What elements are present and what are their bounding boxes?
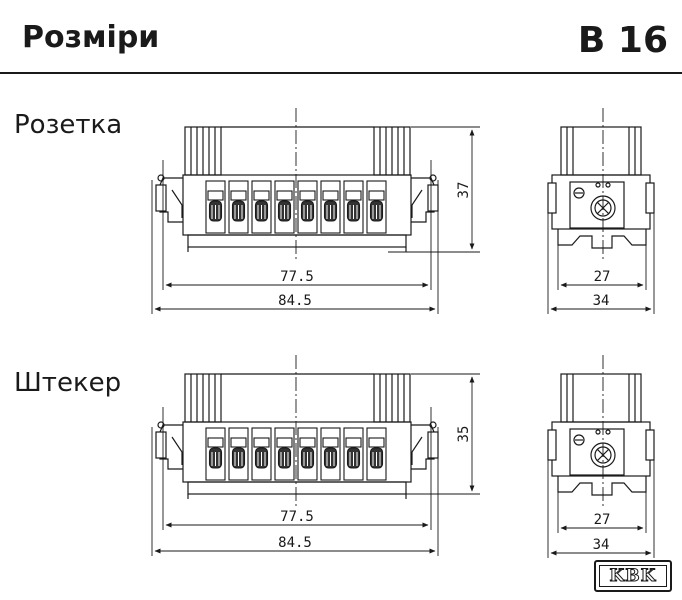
brand-logo-text: KBK bbox=[599, 565, 667, 587]
plug-inner-width-dimension: 77.5 bbox=[280, 509, 314, 525]
model-name: B 16 bbox=[577, 20, 668, 61]
plug-side-inner-dimension: 27 bbox=[594, 512, 611, 528]
socket-side-outer-dimension: 34 bbox=[593, 293, 610, 309]
section-label-socket: Розетка bbox=[14, 110, 123, 140]
brand-logo: KBK bbox=[594, 560, 672, 592]
plug-height-dimension: 35 bbox=[456, 426, 472, 443]
plug-front-view bbox=[155, 355, 439, 509]
section-label-plug: Штекер bbox=[14, 368, 122, 398]
plug-side-view bbox=[547, 355, 655, 509]
header-divider bbox=[0, 72, 682, 74]
socket-side-inner-dimension: 27 bbox=[594, 269, 611, 285]
socket-inner-width-dimension: 77.5 bbox=[280, 269, 314, 285]
socket-height-dimension: 37 bbox=[456, 182, 472, 199]
socket-dimension-lines bbox=[151, 126, 655, 314]
socket-front-view bbox=[155, 108, 439, 262]
plug-dimension-lines bbox=[151, 373, 655, 558]
plug-outer-width-dimension: 84.5 bbox=[278, 535, 312, 551]
page-title: Розміри bbox=[22, 20, 160, 55]
plug-side-outer-dimension: 34 bbox=[593, 537, 610, 553]
socket-side-view bbox=[547, 108, 655, 262]
socket-outer-width-dimension: 84.5 bbox=[278, 293, 312, 309]
